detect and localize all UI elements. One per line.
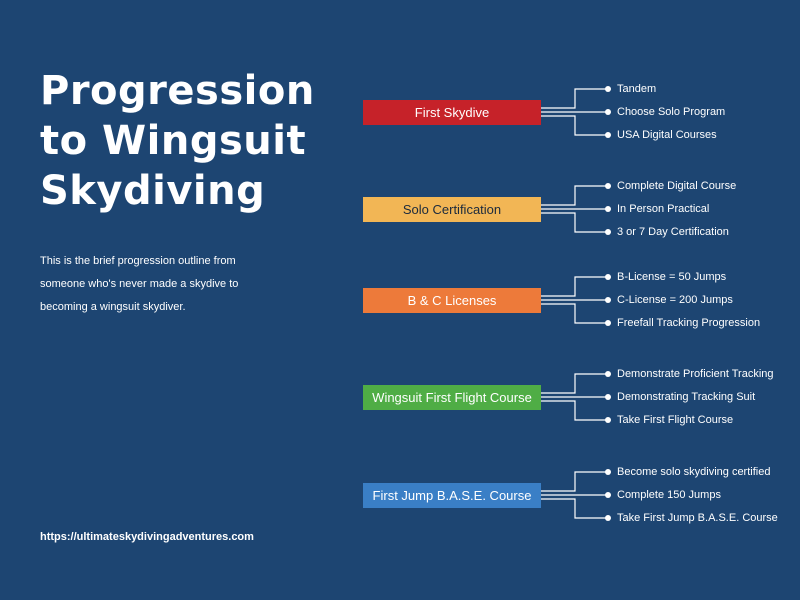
connector-1-3 (541, 115, 608, 136)
stage-4-item-1: Demonstrate Proficient Tracking (617, 368, 774, 380)
stage-5-item-3: Take First Jump B.A.S.E. Course (617, 512, 778, 524)
bullet-dot-2-3 (605, 229, 611, 235)
stage-2-item-3: 3 or 7 Day Certification (617, 226, 729, 238)
stage-4-item-3: Take First Flight Course (617, 414, 734, 426)
connector-4-3 (541, 400, 608, 421)
connector-3-3 (541, 303, 608, 324)
stage-5-item-1: Become solo skydiving certified (617, 466, 771, 478)
title-line-2: to Wingsuit (40, 118, 307, 164)
bullet-dot-2-1 (605, 183, 611, 189)
stage-box-5: First Jump B.A.S.E. Course (363, 482, 541, 508)
title-line-3: Skydiving (40, 168, 266, 214)
bullet-dot-5-1 (605, 469, 611, 475)
description: This is the brief progression outline fr… (40, 250, 280, 319)
bullet-dot-4-3 (605, 417, 611, 423)
bullet-dot-4-2 (605, 394, 611, 400)
bullet-dot-5-2 (605, 492, 611, 498)
title-line-1: Progression (40, 68, 315, 114)
stage-2-item-1: Complete Digital Course (617, 180, 737, 192)
description-line-3: becoming a wingsuit skydiver. (40, 301, 186, 313)
stage-3-item-2: C-License = 200 Jumps (617, 294, 733, 306)
connector-5-1 (541, 471, 608, 492)
page-title: Progression to Wingsuit Skydiving (40, 66, 340, 216)
stage-4-item-2: Demonstrating Tracking Suit (617, 391, 756, 403)
connector-1-1 (541, 88, 608, 109)
connector-3-1 (541, 276, 608, 297)
connector-5-3 (541, 498, 608, 519)
stage-5-item-2: Complete 150 Jumps (617, 489, 721, 501)
description-line-2: someone who's never made a skydive to (40, 278, 239, 290)
bullet-dot-3-3 (605, 320, 611, 326)
bullet-dot-3-2 (605, 297, 611, 303)
connector-2-1 (541, 185, 608, 206)
stage-box-1: First Skydive (363, 99, 541, 125)
stage-3-item-1: B-License = 50 Jumps (617, 271, 727, 283)
stage-1-item-1: Tandem (617, 83, 657, 95)
stage-box-3: B & C Licenses (363, 287, 541, 313)
connector-2-3 (541, 212, 608, 233)
website-url: https://ultimateskydivingadventures.com (40, 531, 254, 543)
bullet-dot-1-1 (605, 86, 611, 92)
stage-2-item-2: In Person Practical (617, 203, 710, 215)
stage-box-4: Wingsuit First Flight Course (363, 384, 541, 410)
bullet-dot-3-1 (605, 274, 611, 280)
stage-1-item-3: USA Digital Courses (617, 129, 717, 141)
bullet-dot-1-3 (605, 132, 611, 138)
stage-1-item-2: Choose Solo Program (617, 106, 726, 118)
stage-3-item-3: Freefall Tracking Progression (617, 317, 761, 329)
bullet-dot-5-3 (605, 515, 611, 521)
stage-box-2: Solo Certification (363, 196, 541, 222)
description-line-1: This is the brief progression outline fr… (40, 255, 236, 267)
bullet-dot-4-1 (605, 371, 611, 377)
bullet-dot-2-2 (605, 206, 611, 212)
connector-4-1 (541, 373, 608, 394)
bullet-dot-1-2 (605, 109, 611, 115)
